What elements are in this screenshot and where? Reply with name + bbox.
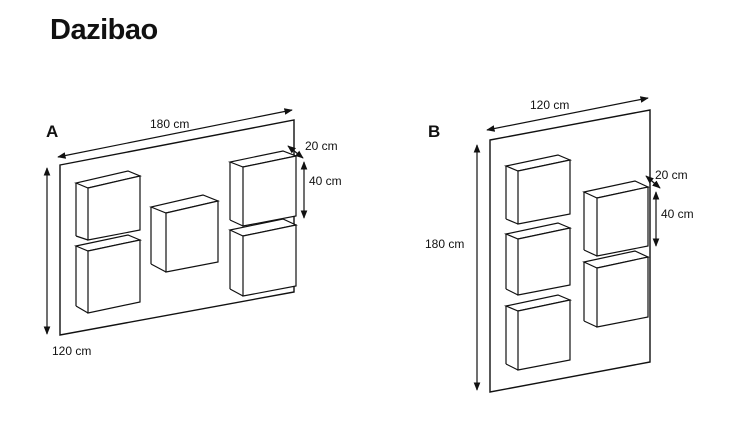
config-a-height-label: 120 cm [52, 344, 91, 358]
config-a-module-label: 40 cm [309, 174, 342, 188]
config-a-shelf-5 [228, 218, 298, 297]
config-b-width-label: 120 cm [530, 98, 569, 112]
config-a-depth-arrow [287, 145, 304, 159]
config-b-depth-arrow [645, 175, 661, 189]
config-b-shelf-2 [503, 222, 573, 296]
config-a: A 180 cm 120 cm 20 cm 40 cm [43, 108, 342, 358]
config-a-shelf-1 [74, 170, 142, 241]
config-b-depth-label: 20 cm [655, 168, 688, 182]
config-b-width-arrow [486, 96, 649, 132]
config-b-shelf-1 [503, 154, 573, 225]
config-a-shelf-4 [227, 150, 299, 227]
config-a-width-arrow [57, 108, 293, 159]
config-a-shelf-3 [148, 194, 221, 273]
config-b-height-label: 180 cm [425, 237, 464, 251]
config-b: B 120 cm 180 cm 20 cm 40 cm [425, 96, 694, 393]
config-a-width-label: 180 cm [150, 117, 189, 131]
config-b-shelf-4 [582, 180, 650, 257]
config-b-shelf-3 [503, 294, 573, 371]
config-a-shelf-2 [73, 234, 143, 314]
product-title: Dazibao [50, 14, 158, 46]
config-b-module-label: 40 cm [661, 207, 694, 221]
config-b-letter: B [428, 122, 440, 141]
config-a-depth-label: 20 cm [305, 139, 338, 153]
config-a-letter: A [46, 122, 58, 141]
config-b-shelf-5 [582, 250, 650, 328]
